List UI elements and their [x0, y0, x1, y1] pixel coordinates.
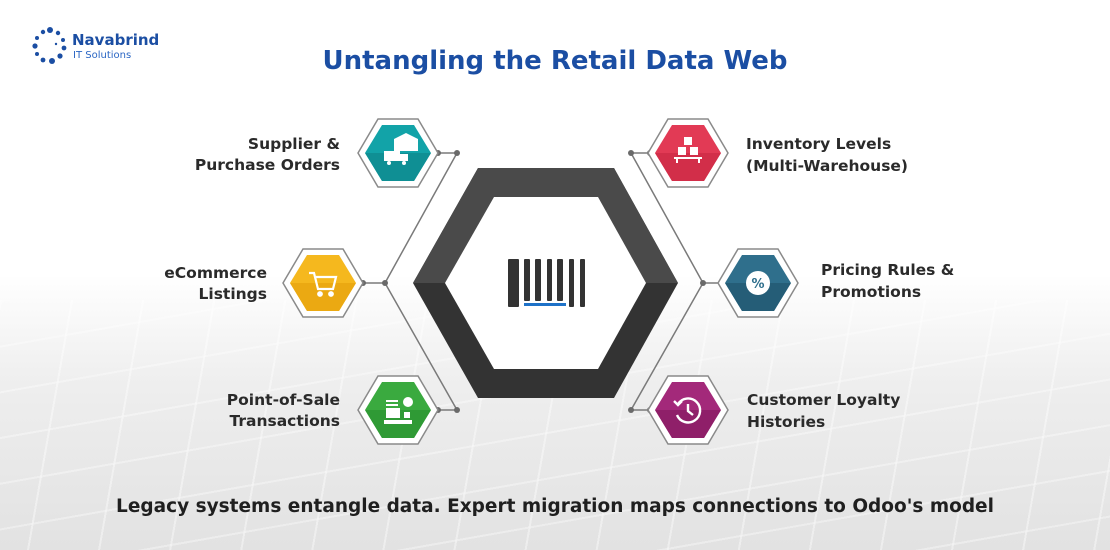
history-clock-icon	[673, 397, 702, 424]
barcode-icon	[508, 259, 585, 307]
logo-dots-icon	[32, 27, 67, 64]
discount-badge-icon: %	[746, 271, 770, 295]
node-loyalty	[647, 375, 729, 445]
boxes-pallet-icon	[674, 137, 702, 163]
cash-register-icon	[384, 397, 413, 424]
node-ecommerce	[282, 248, 364, 318]
brand-logo: Navabrind IT Solutions	[32, 27, 159, 64]
node-supplier	[357, 118, 439, 188]
central-hexagon	[413, 168, 678, 398]
shopping-cart-icon	[309, 271, 338, 297]
svg-text:%: %	[751, 277, 764, 292]
label-supplier: Supplier &Purchase Orders	[195, 135, 340, 174]
node-pos	[357, 375, 439, 445]
brand-name: Navabrind	[72, 31, 159, 49]
page-title: Untangling the Retail Data Web	[323, 46, 788, 76]
footer-caption: Legacy systems entangle data. Expert mig…	[116, 496, 994, 517]
label-inventory: Inventory Levels(Multi-Warehouse)	[746, 135, 908, 175]
brand-tagline: IT Solutions	[73, 50, 131, 61]
node-inventory	[647, 118, 729, 188]
label-pricing: Pricing Rules &Promotions	[821, 261, 954, 301]
warehouse-truck-icon	[384, 133, 418, 165]
node-pricing: %	[717, 248, 799, 318]
